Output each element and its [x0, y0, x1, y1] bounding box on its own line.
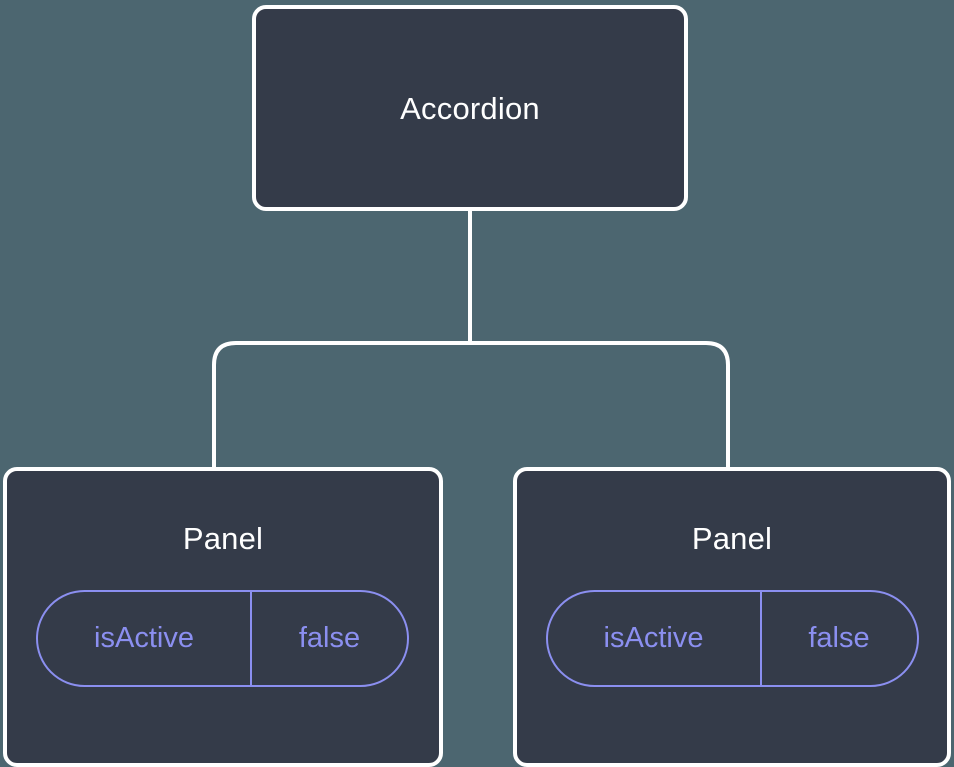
node-title: Panel	[182, 521, 264, 556]
prop-badge[interactable]: isActive false	[36, 590, 409, 687]
prop-badge[interactable]: isActive false	[545, 590, 919, 687]
node-title: Panel	[691, 521, 773, 556]
prop-key: isActive	[548, 592, 762, 685]
prop-key: isActive	[38, 592, 252, 685]
edge-branch-right	[470, 341, 730, 467]
prop-value: false	[298, 622, 361, 654]
node-panel[interactable]: Panel isActive false	[3, 467, 443, 767]
prop-value: false	[808, 622, 870, 654]
node-panel[interactable]: Panel isActive false	[513, 467, 951, 767]
diagram-canvas: Accordion Panel isActive false Panel isA…	[3, 5, 951, 767]
edge-branch-left	[212, 341, 470, 467]
node-accordion[interactable]: Accordion	[252, 5, 688, 211]
node-title: Accordion	[400, 90, 540, 126]
